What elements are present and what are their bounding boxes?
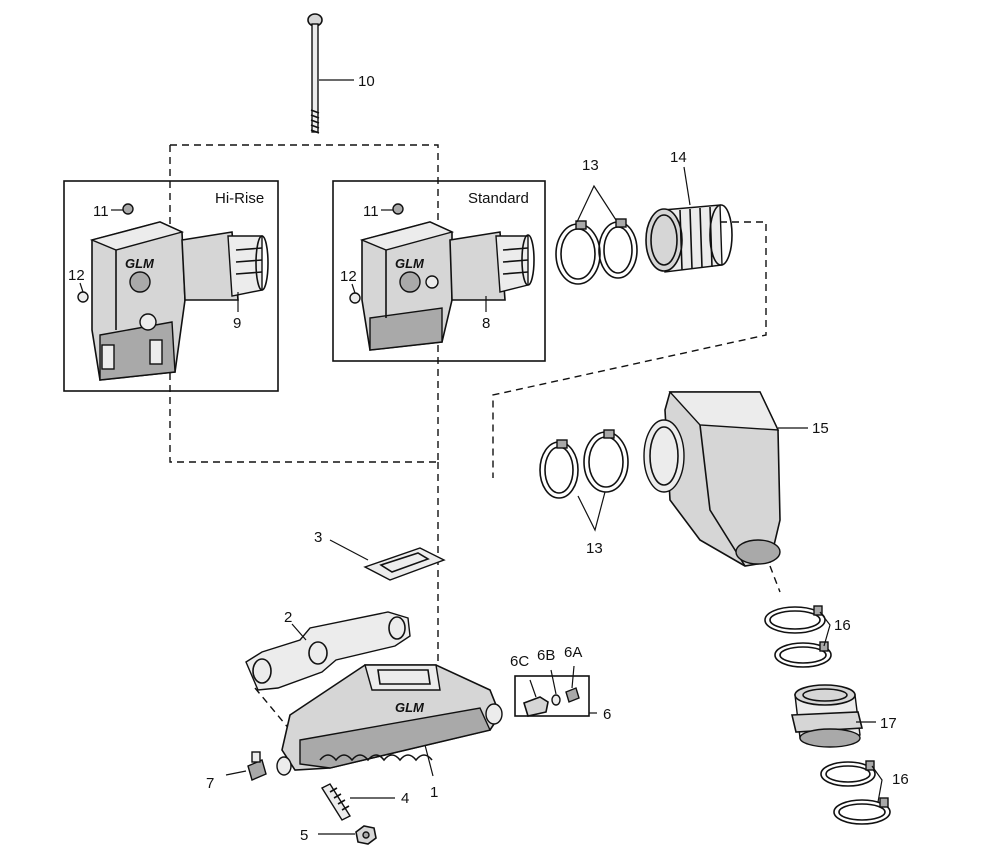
callout-8: 8 bbox=[482, 315, 490, 332]
callout-6a: 6A bbox=[564, 644, 582, 661]
callout-5: 5 bbox=[300, 827, 308, 844]
callout-9: 9 bbox=[233, 315, 241, 332]
callout-7: 7 bbox=[206, 775, 214, 792]
hirise-riser-box: Hi-Rise GLM 11 12 9 bbox=[63, 180, 279, 392]
callout-14: 14 bbox=[670, 149, 687, 166]
callout-1: 1 bbox=[430, 784, 438, 801]
assembly-guide-lines bbox=[169, 144, 781, 731]
part-15-elbow: 15 bbox=[643, 391, 829, 567]
callout-3: 3 bbox=[314, 529, 322, 546]
callout-6c: 6C bbox=[510, 653, 529, 670]
manifold-logo: GLM bbox=[395, 700, 425, 715]
part-13-upper-clamps: 13 bbox=[555, 157, 638, 285]
callout-13-lower: 13 bbox=[586, 540, 603, 557]
callout-12-standard: 12 bbox=[340, 268, 357, 285]
callout-16-upper: 16 bbox=[834, 617, 851, 634]
callout-15: 15 bbox=[812, 420, 829, 437]
part-6-fitting-kit: 6C 6B 6A 6 bbox=[510, 644, 611, 723]
part-3-gasket: 3 bbox=[314, 529, 446, 581]
hirise-logo: GLM bbox=[125, 256, 155, 271]
part-1-manifold: GLM 1 bbox=[276, 664, 503, 801]
callout-11-hirise: 11 bbox=[93, 203, 109, 220]
hirise-box-title: Hi-Rise bbox=[215, 190, 264, 207]
callout-17: 17 bbox=[880, 715, 897, 732]
standard-riser-box: Standard GLM 11 12 8 bbox=[332, 180, 546, 362]
part-16-lower-clamps: 16 bbox=[820, 760, 909, 825]
part-7-elbow-fitting: 7 bbox=[206, 751, 267, 792]
callout-16-lower: 16 bbox=[892, 771, 909, 788]
callout-6b: 6B bbox=[537, 647, 555, 664]
part-14-hose: 14 bbox=[645, 149, 733, 273]
standard-logo: GLM bbox=[395, 256, 425, 271]
callout-11-standard: 11 bbox=[363, 203, 379, 220]
part-4-stud: 4 bbox=[320, 783, 409, 821]
callout-10: 10 bbox=[358, 73, 375, 90]
part-17-coupler: 17 bbox=[791, 684, 897, 748]
standard-box-title: Standard bbox=[468, 190, 529, 207]
part-5-nut: 5 bbox=[300, 825, 377, 845]
callout-2: 2 bbox=[284, 609, 292, 626]
part-10-stud: 10 bbox=[307, 13, 375, 134]
callout-4: 4 bbox=[401, 790, 409, 807]
part-2-manifold-gasket: 2 bbox=[245, 609, 411, 691]
part-16-upper-clamps: 16 bbox=[764, 605, 851, 668]
callout-6: 6 bbox=[603, 706, 611, 723]
callout-13-upper: 13 bbox=[582, 157, 599, 174]
callout-12-hirise: 12 bbox=[68, 267, 85, 284]
part-13-lower-clamps: 13 bbox=[539, 429, 629, 557]
